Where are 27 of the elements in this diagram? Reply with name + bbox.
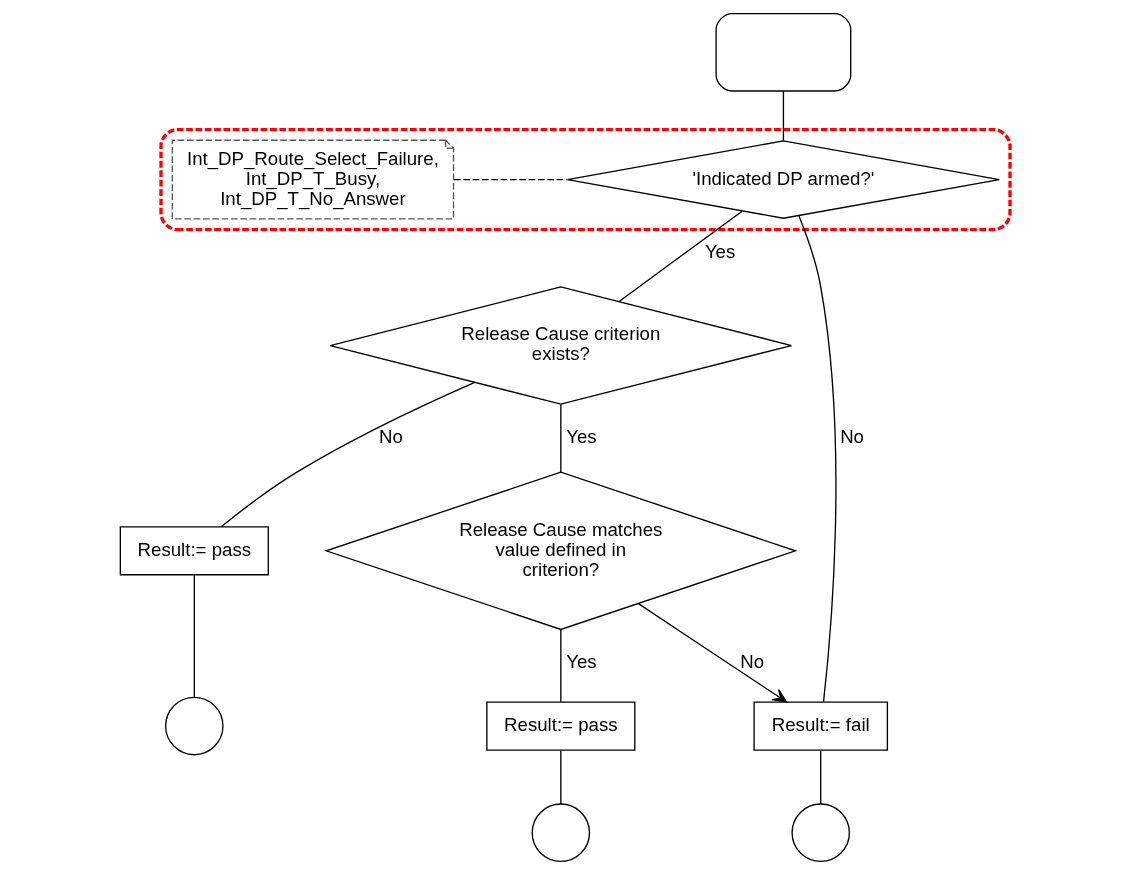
edge-label: Yes — [565, 426, 597, 448]
node-box: Result:= fail — [752, 701, 888, 751]
edge-label: No — [378, 426, 403, 448]
node-capsule — [714, 13, 851, 92]
cluster — [158, 127, 1012, 232]
edge-label: No — [839, 426, 864, 448]
connector — [220, 381, 475, 528]
connector — [559, 403, 561, 473]
node-diamond: Release Cause criterion exists? — [329, 286, 792, 405]
node-box: Result:= pass — [119, 526, 269, 576]
node-circle — [164, 696, 224, 756]
connector — [782, 90, 784, 142]
node-diamond: 'Indicated DP armed?' — [566, 140, 1000, 219]
node-circle — [790, 803, 850, 862]
node-circle — [531, 803, 590, 862]
edge-label: No — [739, 651, 764, 673]
connector — [797, 215, 837, 703]
connector — [452, 178, 568, 181]
connector — [193, 574, 195, 698]
node-diamond: Release Cause matches value defined in criterion? — [323, 471, 797, 631]
connector — [819, 749, 821, 805]
connector — [559, 629, 561, 703]
node-box: Result:= pass — [485, 701, 635, 751]
edge-label: Yes — [704, 240, 735, 262]
arrow — [637, 603, 787, 703]
connector — [559, 749, 561, 805]
edge-label: Yes — [565, 651, 597, 673]
